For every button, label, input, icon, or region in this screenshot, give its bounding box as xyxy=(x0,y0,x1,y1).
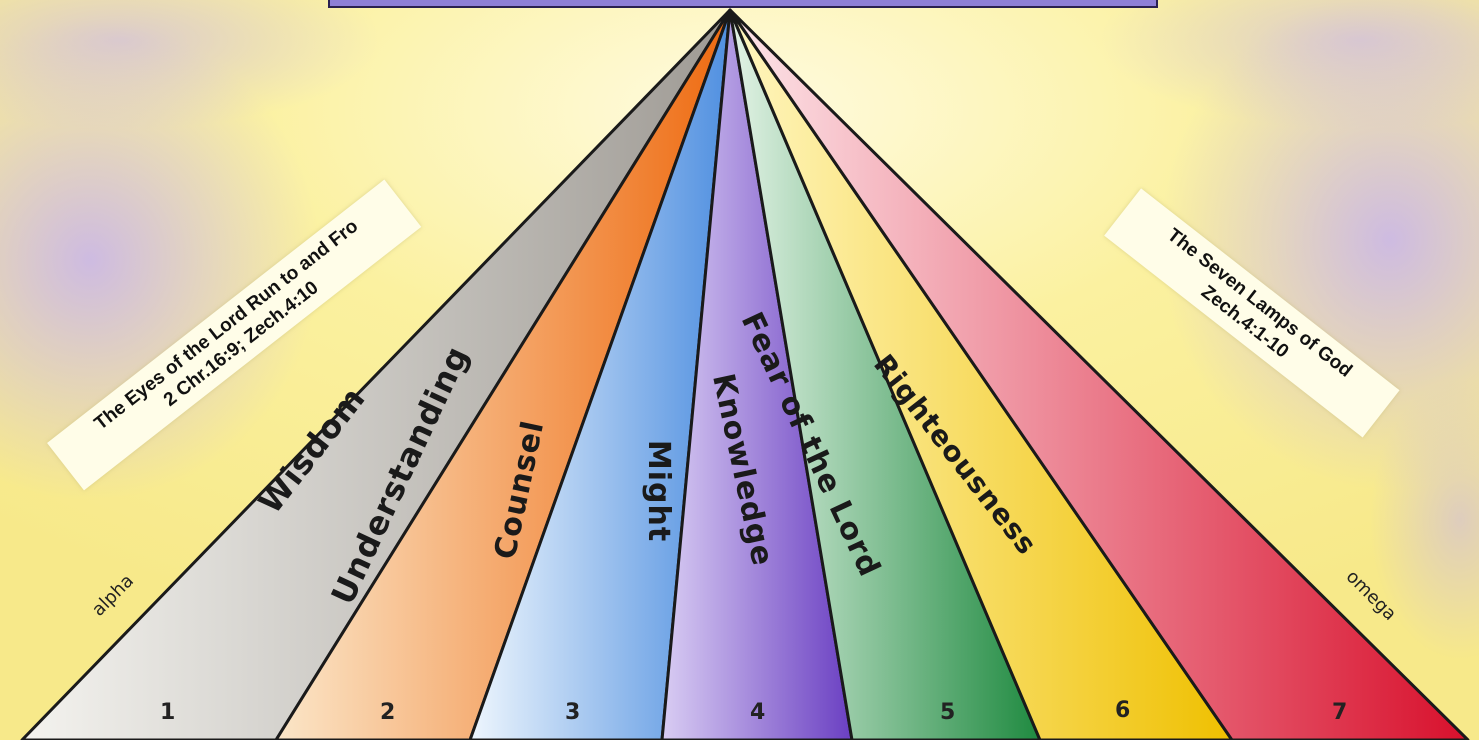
ray-number-3: 3 xyxy=(565,700,580,725)
ray-number-5: 5 xyxy=(940,700,955,725)
ray-number-4: 4 xyxy=(750,700,765,725)
ray-number-2: 2 xyxy=(380,700,395,725)
ray-number-6: 6 xyxy=(1115,698,1130,723)
top-bar xyxy=(328,0,1158,8)
ray-label-might: Might xyxy=(640,416,676,566)
ray-number-7: 7 xyxy=(1332,700,1347,725)
ray-number-1: 1 xyxy=(160,700,175,725)
